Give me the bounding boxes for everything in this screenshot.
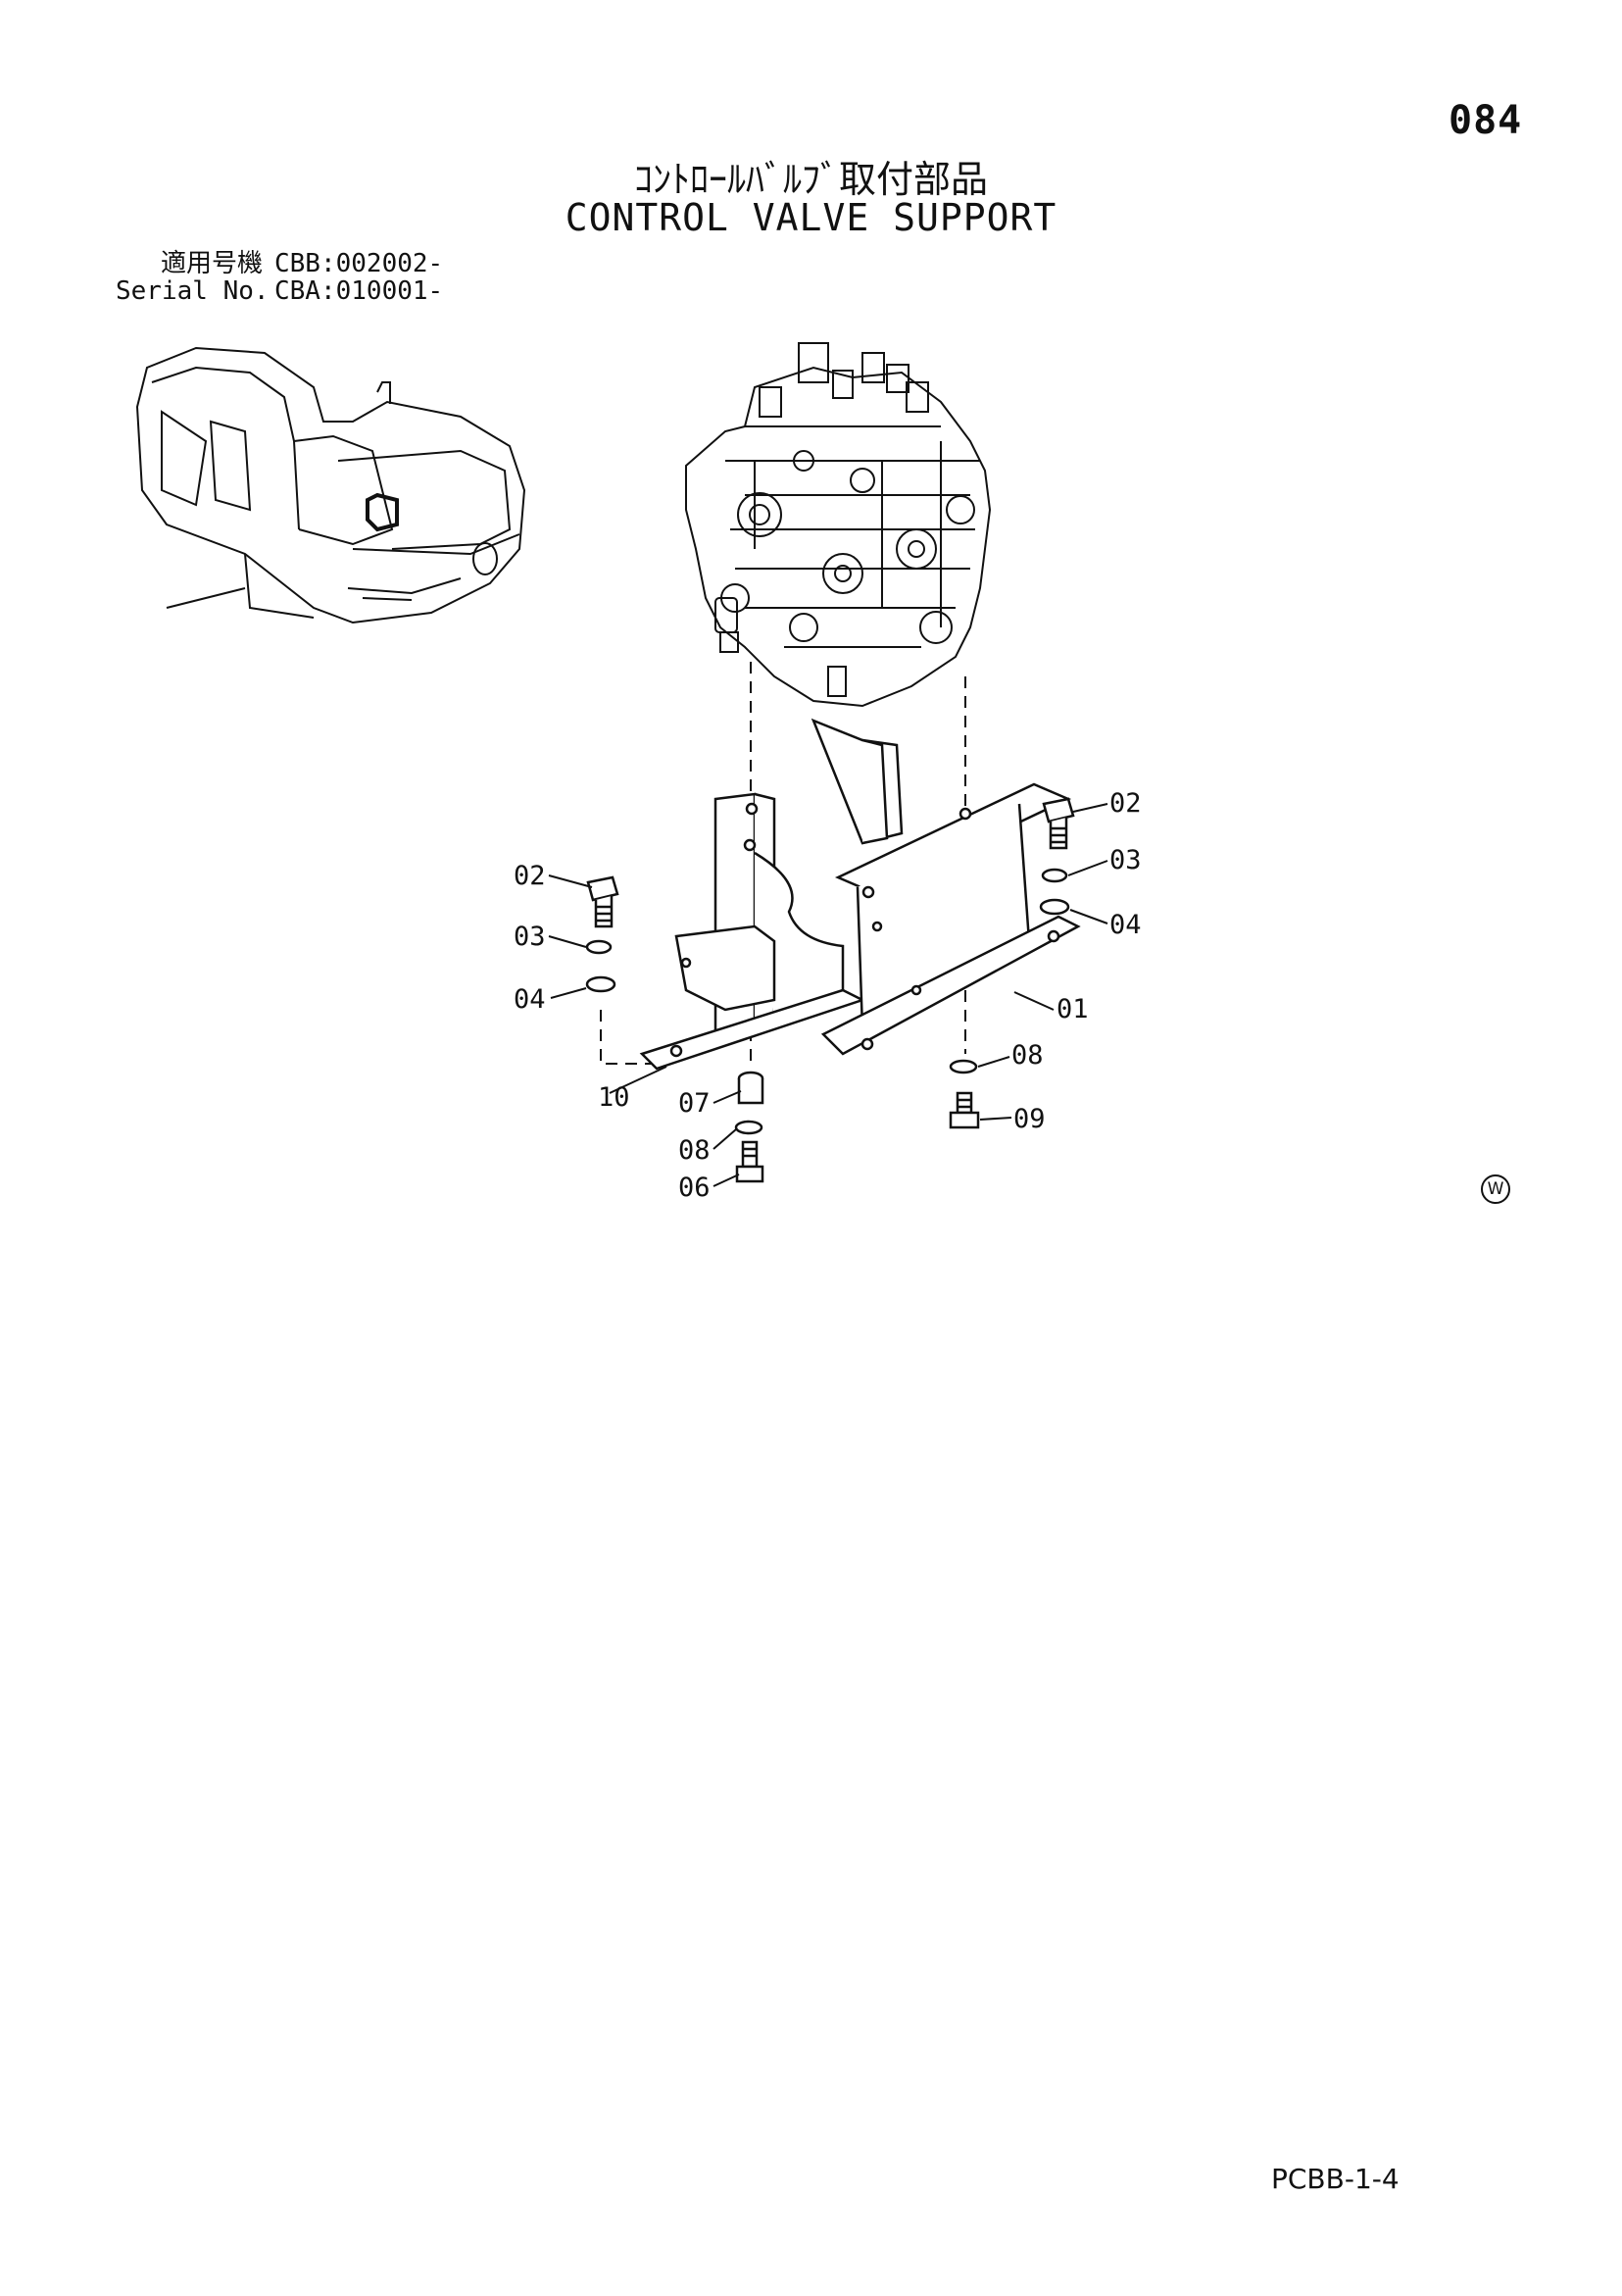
callout-07: 07 <box>678 1088 711 1119</box>
bolt-02-left <box>586 875 619 928</box>
collar-07 <box>737 1071 764 1105</box>
lock-washer-03-left <box>585 939 613 955</box>
washer-08-left <box>734 1120 763 1135</box>
serial-label-jp: 適用号機 <box>160 249 263 278</box>
serial-value-1: CBB:002002- <box>274 249 444 278</box>
callout-09: 09 <box>1013 1104 1046 1134</box>
callout-03-right: 03 <box>1109 845 1142 875</box>
footer-page-code: PCBB-1-4 <box>1271 2163 1400 2195</box>
serial-row-jp: 適用号機 CBB:002002- <box>116 250 443 277</box>
callout-06: 06 <box>678 1173 711 1203</box>
callout-03-left: 03 <box>514 922 546 952</box>
callout-01: 01 <box>1057 994 1089 1024</box>
callout-10: 10 <box>598 1082 630 1113</box>
right-support-frame <box>811 718 1081 1056</box>
callout-02-right: 02 <box>1109 788 1142 819</box>
control-valve-assembly <box>685 342 992 708</box>
callout-labels: 01 02 02 03 03 04 04 06 07 08 08 09 10 <box>514 788 1142 1203</box>
excavator-overview-illustration <box>135 346 526 624</box>
lock-washer-03-right <box>1041 868 1068 883</box>
callout-leader-lines <box>548 803 1108 1187</box>
callout-04-left: 04 <box>514 984 546 1015</box>
bolt-06 <box>735 1140 764 1183</box>
callout-04-right: 04 <box>1109 910 1142 940</box>
serial-row-en: Serial No.CBA:010001- <box>116 277 443 305</box>
w-marker-icon: W <box>1481 1174 1510 1204</box>
washer-04-right <box>1039 898 1070 916</box>
page-number: 084 <box>1449 98 1523 143</box>
callout-08-right: 08 <box>1011 1040 1044 1071</box>
serial-block: 適用号機 CBB:002002- Serial No.CBA:010001- <box>116 250 443 305</box>
left-support-bracket <box>639 792 866 1071</box>
bolt-09 <box>949 1091 980 1129</box>
fasteners <box>585 797 1075 1183</box>
page-title-english: CONTROL VALVE SUPPORT <box>565 196 1057 239</box>
washer-08-right <box>949 1059 978 1074</box>
bolt-02-right <box>1042 797 1075 850</box>
page-title-japanese: ｺﾝﾄﾛｰﾙﾊﾞﾙﾌﾞ取付部品 <box>633 158 988 201</box>
serial-label-en: Serial No. <box>116 276 270 306</box>
callout-02-left: 02 <box>514 861 546 891</box>
washer-04-left <box>585 975 616 993</box>
callout-08-left: 08 <box>678 1135 711 1166</box>
serial-value-2: CBA:010001- <box>274 276 444 306</box>
